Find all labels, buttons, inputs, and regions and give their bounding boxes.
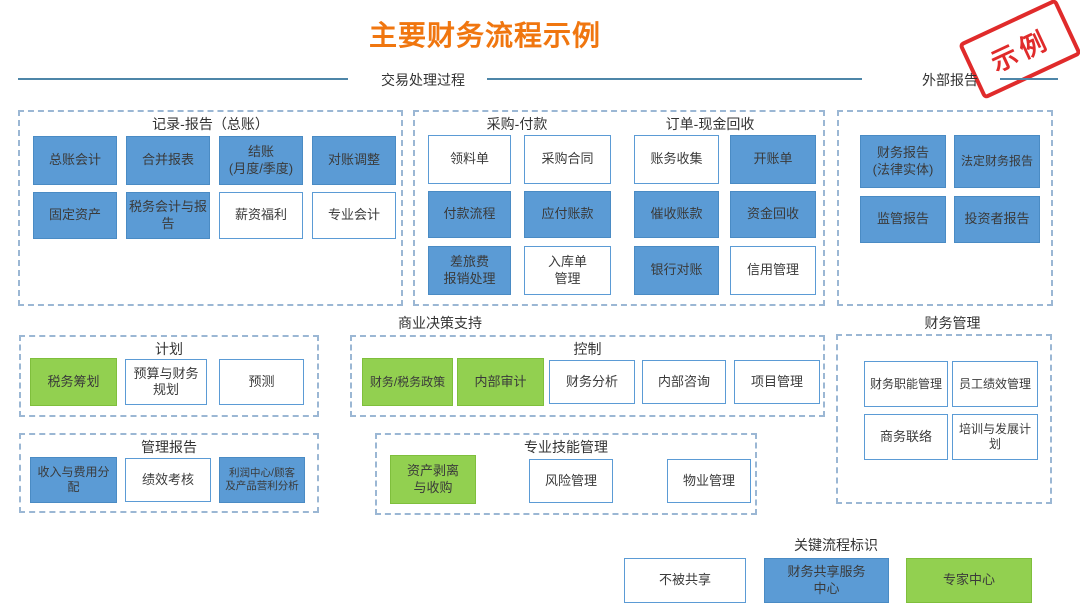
process-box: 开账单	[730, 135, 816, 184]
group-finance-management: 财务职能管理 员工绩效管理 商务联络 培训与发展计 划	[836, 334, 1052, 504]
group-header: 专业技能管理	[524, 439, 608, 455]
group-header: 记录-报告（总账）	[152, 116, 269, 132]
section-label-transaction: 交易处理过程	[381, 72, 465, 88]
process-box: 员工绩效管理	[952, 361, 1038, 407]
process-box: 薪资福利	[219, 192, 303, 239]
legend-item-not-shared: 不被共享	[624, 558, 746, 603]
process-box: 物业管理	[667, 459, 751, 503]
process-box: 资产剥离 与收购	[390, 455, 476, 504]
process-box: 银行对账	[634, 246, 719, 295]
process-box: 项目管理	[734, 360, 820, 404]
group-external-reports: 财务报告 (法律实体) 法定财务报告 监管报告 投资者报告	[837, 110, 1053, 306]
group-purchase-to-pay: 采购-付款 订单-现金回收 领料单 采购合同 账务收集 开账单 付款流程 应付账…	[413, 110, 825, 306]
process-box: 领料单	[428, 135, 511, 184]
process-box: 预测	[219, 359, 304, 405]
group-plan: 计划 税务筹划 预算与财务 规划 预测	[19, 335, 319, 417]
group-header-purchase: 采购-付款	[486, 116, 548, 132]
process-box: 预算与财务 规划	[125, 359, 207, 405]
page-title: 主要财务流程示例	[368, 20, 601, 51]
group-management-report: 管理报告 收入与费用分 配 绩效考核 利润中心/顾客 及产品营利分析	[19, 433, 319, 513]
process-box: 总账会计	[33, 136, 117, 185]
process-box: 账务收集	[634, 135, 719, 184]
process-box: 信用管理	[730, 246, 816, 295]
process-box: 应付账款	[524, 191, 611, 238]
process-box: 催收账款	[634, 191, 719, 238]
legend-item-expert-center: 专家中心	[906, 558, 1032, 603]
process-box: 差旅费 报销处理	[428, 246, 511, 295]
group-record-report: 记录-报告（总账） 总账会计 合并报表 结账 (月度/季度) 对账调整 固定资产…	[18, 110, 403, 306]
group-professional-skills: 专业技能管理 资产剥离 与收购 风险管理 物业管理	[375, 433, 757, 515]
process-box: 法定财务报告	[954, 135, 1040, 188]
process-box: 资金回收	[730, 191, 816, 238]
process-box: 付款流程	[428, 191, 511, 238]
process-box: 财务报告 (法律实体)	[860, 135, 946, 188]
section-line-middle	[487, 78, 862, 80]
group-header-order-cash: 订单-现金回收	[665, 116, 755, 132]
section-line-right	[1000, 78, 1058, 80]
process-box: 内部审计	[457, 358, 544, 406]
group-control: 控制 财务/税务政策 内部审计 财务分析 内部咨询 项目管理	[350, 335, 825, 417]
process-box: 商务联络	[864, 414, 948, 460]
process-box: 利润中心/顾客 及产品营利分析	[219, 457, 305, 503]
process-box: 对账调整	[312, 136, 396, 185]
process-box: 财务分析	[549, 360, 635, 404]
process-box: 合并报表	[126, 136, 210, 185]
process-box: 税务筹划	[30, 358, 117, 406]
process-box: 结账 (月度/季度)	[219, 136, 303, 185]
section-label-business-decision: 商业决策支持	[398, 315, 482, 331]
group-header: 管理报告	[141, 439, 197, 455]
process-box: 财务/税务政策	[362, 358, 453, 406]
process-box: 采购合同	[524, 135, 611, 184]
process-box: 风险管理	[529, 459, 613, 503]
section-label-finance-management: 财务管理	[924, 315, 981, 331]
process-box: 专业会计	[312, 192, 396, 239]
legend-item-shared-service-center: 财务共享服务 中心	[764, 558, 889, 603]
process-box: 财务职能管理	[864, 361, 948, 407]
process-box: 入库单 管理	[524, 246, 611, 295]
process-box: 培训与发展计 划	[952, 414, 1038, 460]
process-box: 绩效考核	[125, 458, 211, 502]
process-box: 监管报告	[860, 196, 946, 243]
section-line-left	[18, 78, 348, 80]
legend-title: 关键流程标识	[794, 537, 878, 553]
group-header: 计划	[155, 341, 183, 357]
process-box: 税务会计与报 告	[126, 192, 210, 239]
process-box: 固定资产	[33, 192, 117, 239]
process-box: 投资者报告	[954, 196, 1040, 243]
process-box: 内部咨询	[642, 360, 726, 404]
group-header: 控制	[573, 341, 602, 357]
section-label-external: 外部报告	[922, 72, 978, 88]
process-box: 收入与费用分 配	[30, 457, 117, 503]
